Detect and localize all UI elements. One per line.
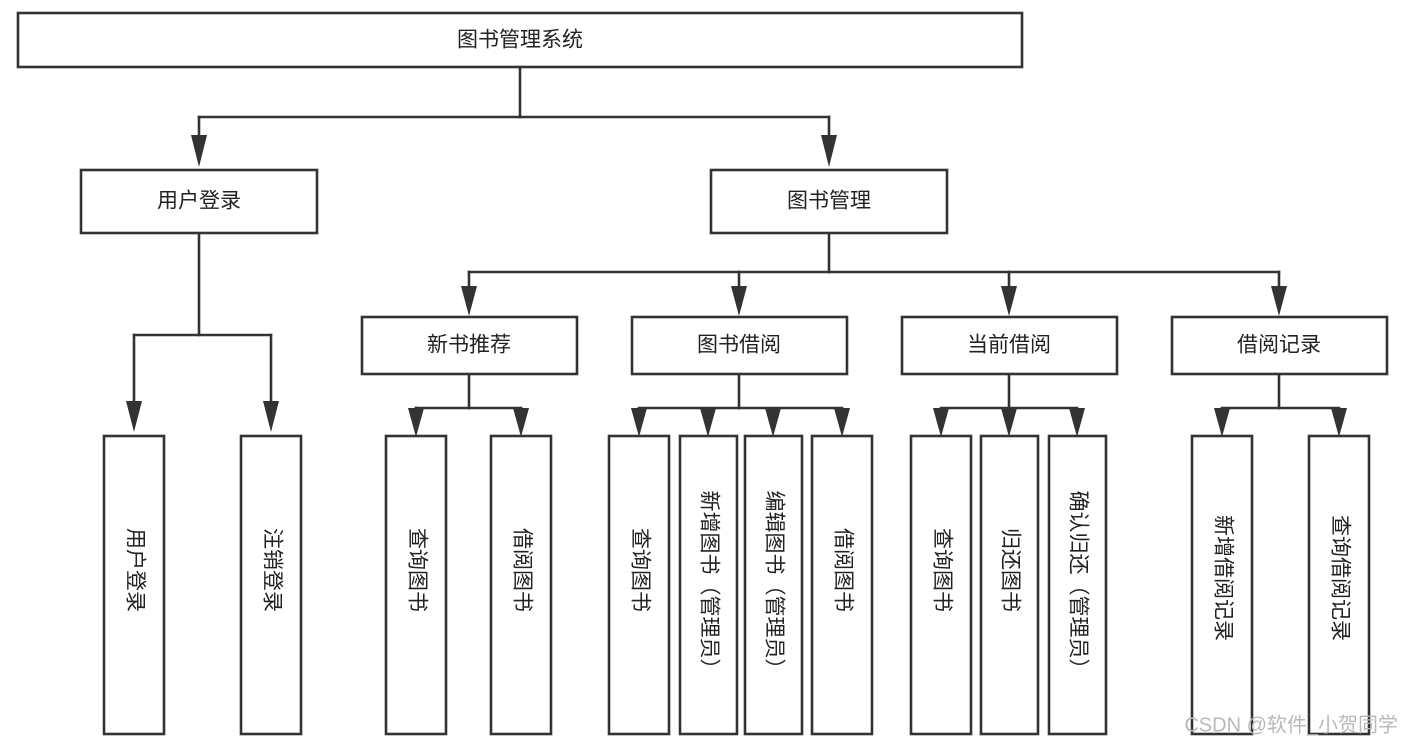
arrow-head-current-borrow bbox=[1001, 286, 1017, 316]
arrow-head-leaf-query-record bbox=[1331, 408, 1347, 437]
node-leaf-query-book-1-box[interactable] bbox=[384, 434, 448, 736]
node-leaf-user-login[interactable]: 用户登录 bbox=[102, 434, 166, 736]
node-borrow-record-label: 借阅记录 bbox=[1237, 334, 1321, 357]
arrow-head-leaf-confirm-return bbox=[1069, 408, 1085, 437]
node-new-book-rec[interactable]: 新书推荐 bbox=[360, 315, 579, 376]
node-leaf-user-logout-label: 注销登录 bbox=[260, 528, 283, 612]
node-leaf-return-book-box[interactable] bbox=[979, 434, 1040, 736]
node-user-login-label: 用户登录 bbox=[157, 190, 241, 213]
node-leaf-query-record-label: 查询借阅记录 bbox=[1328, 515, 1351, 641]
node-leaf-query-book-1-label: 查询图书 bbox=[405, 528, 428, 612]
node-borrow-record[interactable]: 借阅记录 bbox=[1170, 315, 1389, 376]
node-leaf-edit-book[interactable]: 编辑图书（管理员） bbox=[743, 434, 804, 736]
node-leaf-query-book-3-label: 查询图书 bbox=[930, 528, 953, 612]
arrow-head-leaf-borrow-book-1 bbox=[513, 408, 529, 437]
node-user-login-box[interactable] bbox=[79, 168, 319, 235]
node-leaf-borrow-book-1[interactable]: 借阅图书 bbox=[489, 434, 553, 736]
arrow-head-new-book-rec bbox=[461, 286, 477, 316]
node-book-manage-box[interactable] bbox=[709, 168, 949, 235]
connector-group-user-login bbox=[126, 231, 279, 432]
connector-group-root bbox=[191, 65, 837, 167]
node-leaf-query-record[interactable]: 查询借阅记录 bbox=[1307, 434, 1371, 736]
node-book-manage[interactable]: 图书管理 bbox=[709, 168, 949, 235]
node-book-borrow-box[interactable] bbox=[630, 315, 849, 376]
node-leaf-query-book-1[interactable]: 查询图书 bbox=[384, 434, 448, 736]
arrow-head-leaf-query-book-2 bbox=[631, 408, 647, 437]
arrow-head-leaf-query-book-1 bbox=[408, 408, 424, 437]
node-new-book-rec-box[interactable] bbox=[360, 315, 579, 376]
node-leaf-edit-book-label: 编辑图书（管理员） bbox=[762, 491, 785, 680]
connector-group-book-manage bbox=[461, 231, 1287, 316]
node-leaf-add-record-box[interactable] bbox=[1190, 434, 1254, 736]
node-leaf-user-logout-box[interactable] bbox=[239, 434, 303, 736]
arrow-head-leaf-edit-book bbox=[765, 408, 781, 437]
node-leaf-add-record[interactable]: 新增借阅记录 bbox=[1190, 434, 1254, 736]
node-leaf-confirm-return-box[interactable] bbox=[1047, 434, 1108, 736]
connector-group-borrow-record bbox=[1214, 372, 1347, 437]
node-leaf-confirm-return[interactable]: 确认归还（管理员） bbox=[1047, 434, 1108, 736]
node-leaf-borrow-book-2-label: 借阅图书 bbox=[831, 528, 854, 612]
connector-group-new-book-rec bbox=[408, 372, 529, 437]
node-book-manage-label: 图书管理 bbox=[787, 190, 871, 213]
node-user-login[interactable]: 用户登录 bbox=[79, 168, 319, 235]
node-leaf-add-book-label: 新增图书（管理员） bbox=[697, 491, 720, 680]
node-leaf-add-book[interactable]: 新增图书（管理员） bbox=[678, 434, 739, 736]
node-leaf-query-book-3-box[interactable] bbox=[909, 434, 973, 736]
node-new-book-rec-label: 新书推荐 bbox=[427, 334, 511, 357]
node-leaf-borrow-book-1-box[interactable] bbox=[489, 434, 553, 736]
node-root[interactable]: 图书管理系统 bbox=[16, 11, 1024, 69]
node-leaf-return-book[interactable]: 归还图书 bbox=[979, 434, 1040, 736]
watermark-label: CSDN @软件_小贺同学 bbox=[1184, 713, 1398, 736]
node-leaf-borrow-book-2-box[interactable] bbox=[810, 434, 874, 736]
connector-group-book-borrow bbox=[631, 372, 850, 437]
arrow-head-book-manage bbox=[821, 135, 837, 167]
node-leaf-borrow-book-1-label: 借阅图书 bbox=[510, 528, 533, 612]
node-leaf-add-book-box[interactable] bbox=[678, 434, 739, 736]
arrow-head-user-login bbox=[191, 135, 207, 167]
connector-group-current-borrow bbox=[933, 372, 1085, 437]
node-leaf-query-record-box[interactable] bbox=[1307, 434, 1371, 736]
arrow-head-leaf-query-book-3 bbox=[933, 408, 949, 437]
node-current-borrow-label: 当前借阅 bbox=[967, 334, 1051, 357]
node-leaf-user-login-label: 用户登录 bbox=[123, 528, 146, 612]
node-current-borrow-box[interactable] bbox=[900, 315, 1119, 376]
node-leaf-query-book-2[interactable]: 查询图书 bbox=[607, 434, 671, 736]
arrow-head-leaf-borrow-book-2 bbox=[834, 408, 850, 437]
node-leaf-user-logout[interactable]: 注销登录 bbox=[239, 434, 303, 736]
arrow-head-leaf-user-login bbox=[126, 401, 142, 432]
node-leaf-borrow-book-2[interactable]: 借阅图书 bbox=[810, 434, 874, 736]
node-leaf-query-book-2-box[interactable] bbox=[607, 434, 671, 736]
node-leaf-return-book-label: 归还图书 bbox=[998, 528, 1021, 612]
arrow-head-leaf-return-book bbox=[1001, 408, 1017, 437]
node-leaf-query-book-2-label: 查询图书 bbox=[628, 528, 651, 612]
arrow-head-leaf-add-book bbox=[700, 408, 716, 437]
node-root-label: 图书管理系统 bbox=[457, 29, 583, 52]
arrow-head-borrow-record bbox=[1271, 286, 1287, 316]
arrow-head-leaf-user-logout bbox=[263, 401, 279, 432]
node-leaf-edit-book-box[interactable] bbox=[743, 434, 804, 736]
node-leaf-add-record-label: 新增借阅记录 bbox=[1211, 515, 1234, 641]
node-book-borrow-label: 图书借阅 bbox=[697, 334, 781, 357]
node-leaf-query-book-3[interactable]: 查询图书 bbox=[909, 434, 973, 736]
node-leaf-user-login-box[interactable] bbox=[102, 434, 166, 736]
arrow-head-leaf-add-record bbox=[1214, 408, 1230, 437]
node-borrow-record-box[interactable] bbox=[1170, 315, 1389, 376]
node-root-box[interactable] bbox=[16, 11, 1024, 69]
arrow-head-book-borrow bbox=[731, 286, 747, 316]
node-current-borrow[interactable]: 当前借阅 bbox=[900, 315, 1119, 376]
node-leaf-confirm-return-label: 确认归还（管理员） bbox=[1066, 491, 1089, 680]
node-book-borrow[interactable]: 图书借阅 bbox=[630, 315, 849, 376]
